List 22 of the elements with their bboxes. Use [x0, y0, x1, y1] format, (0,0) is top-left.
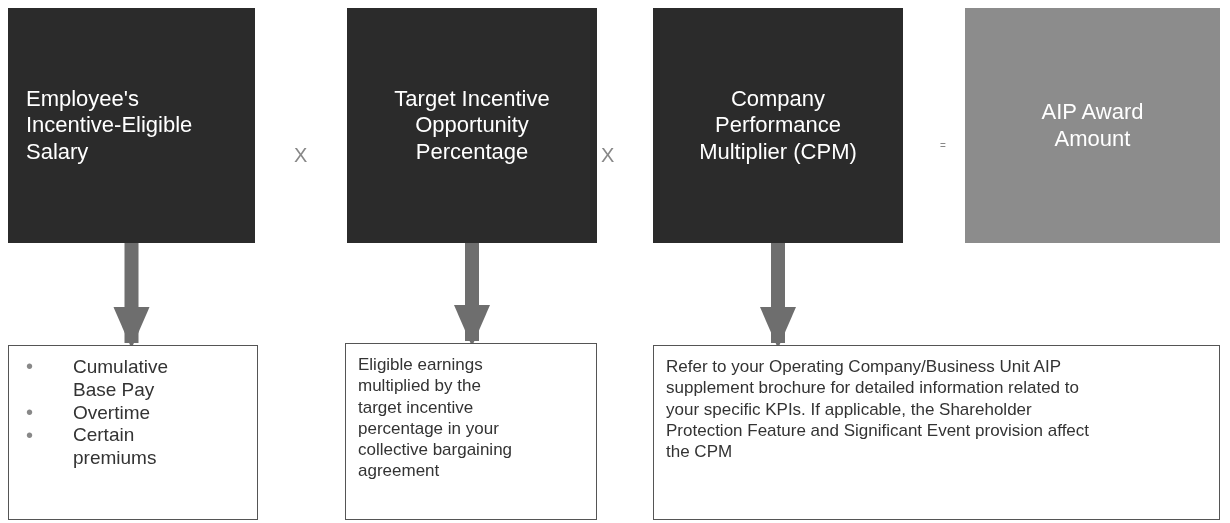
factor-box: [653, 8, 903, 243]
note-text: Refer to your Operating Company/Business Unit AIP supplement brochure for detailed information related to your specific KPIs. If applicable, the Shareholder Protection Feature and Significant Event provision affect the CPM: [666, 356, 1091, 463]
operator-sign: =: [940, 140, 946, 152]
list-item: Certain premiums: [73, 424, 158, 470]
note-text: Eligible earnings multiplied by the target incentive percentage in your collective bargaining agreement: [358, 354, 514, 482]
operator-sign: •: [26, 354, 33, 378]
list-item: Cumulative Base Pay: [73, 356, 170, 402]
operator-sign: X: [294, 143, 308, 167]
result-box: [965, 8, 1220, 243]
operator-sign: X: [601, 143, 615, 167]
note-box: [8, 345, 258, 520]
factor-box: [8, 8, 255, 243]
list-item: Overtime: [73, 401, 152, 425]
note-box: [653, 345, 1220, 520]
box-title: Employee's Incentive-Eligible Salary: [26, 85, 194, 166]
box-title: Target Incentive Opportunity Percentage: [393, 85, 551, 166]
box-title: AIP Award Amount: [1040, 99, 1145, 152]
operator-sign: •: [26, 423, 33, 447]
note-box: [345, 343, 597, 520]
factor-box: [347, 8, 597, 243]
operator-sign: •: [26, 400, 33, 424]
box-title: Company Performance Multiplier (CPM): [698, 85, 858, 166]
